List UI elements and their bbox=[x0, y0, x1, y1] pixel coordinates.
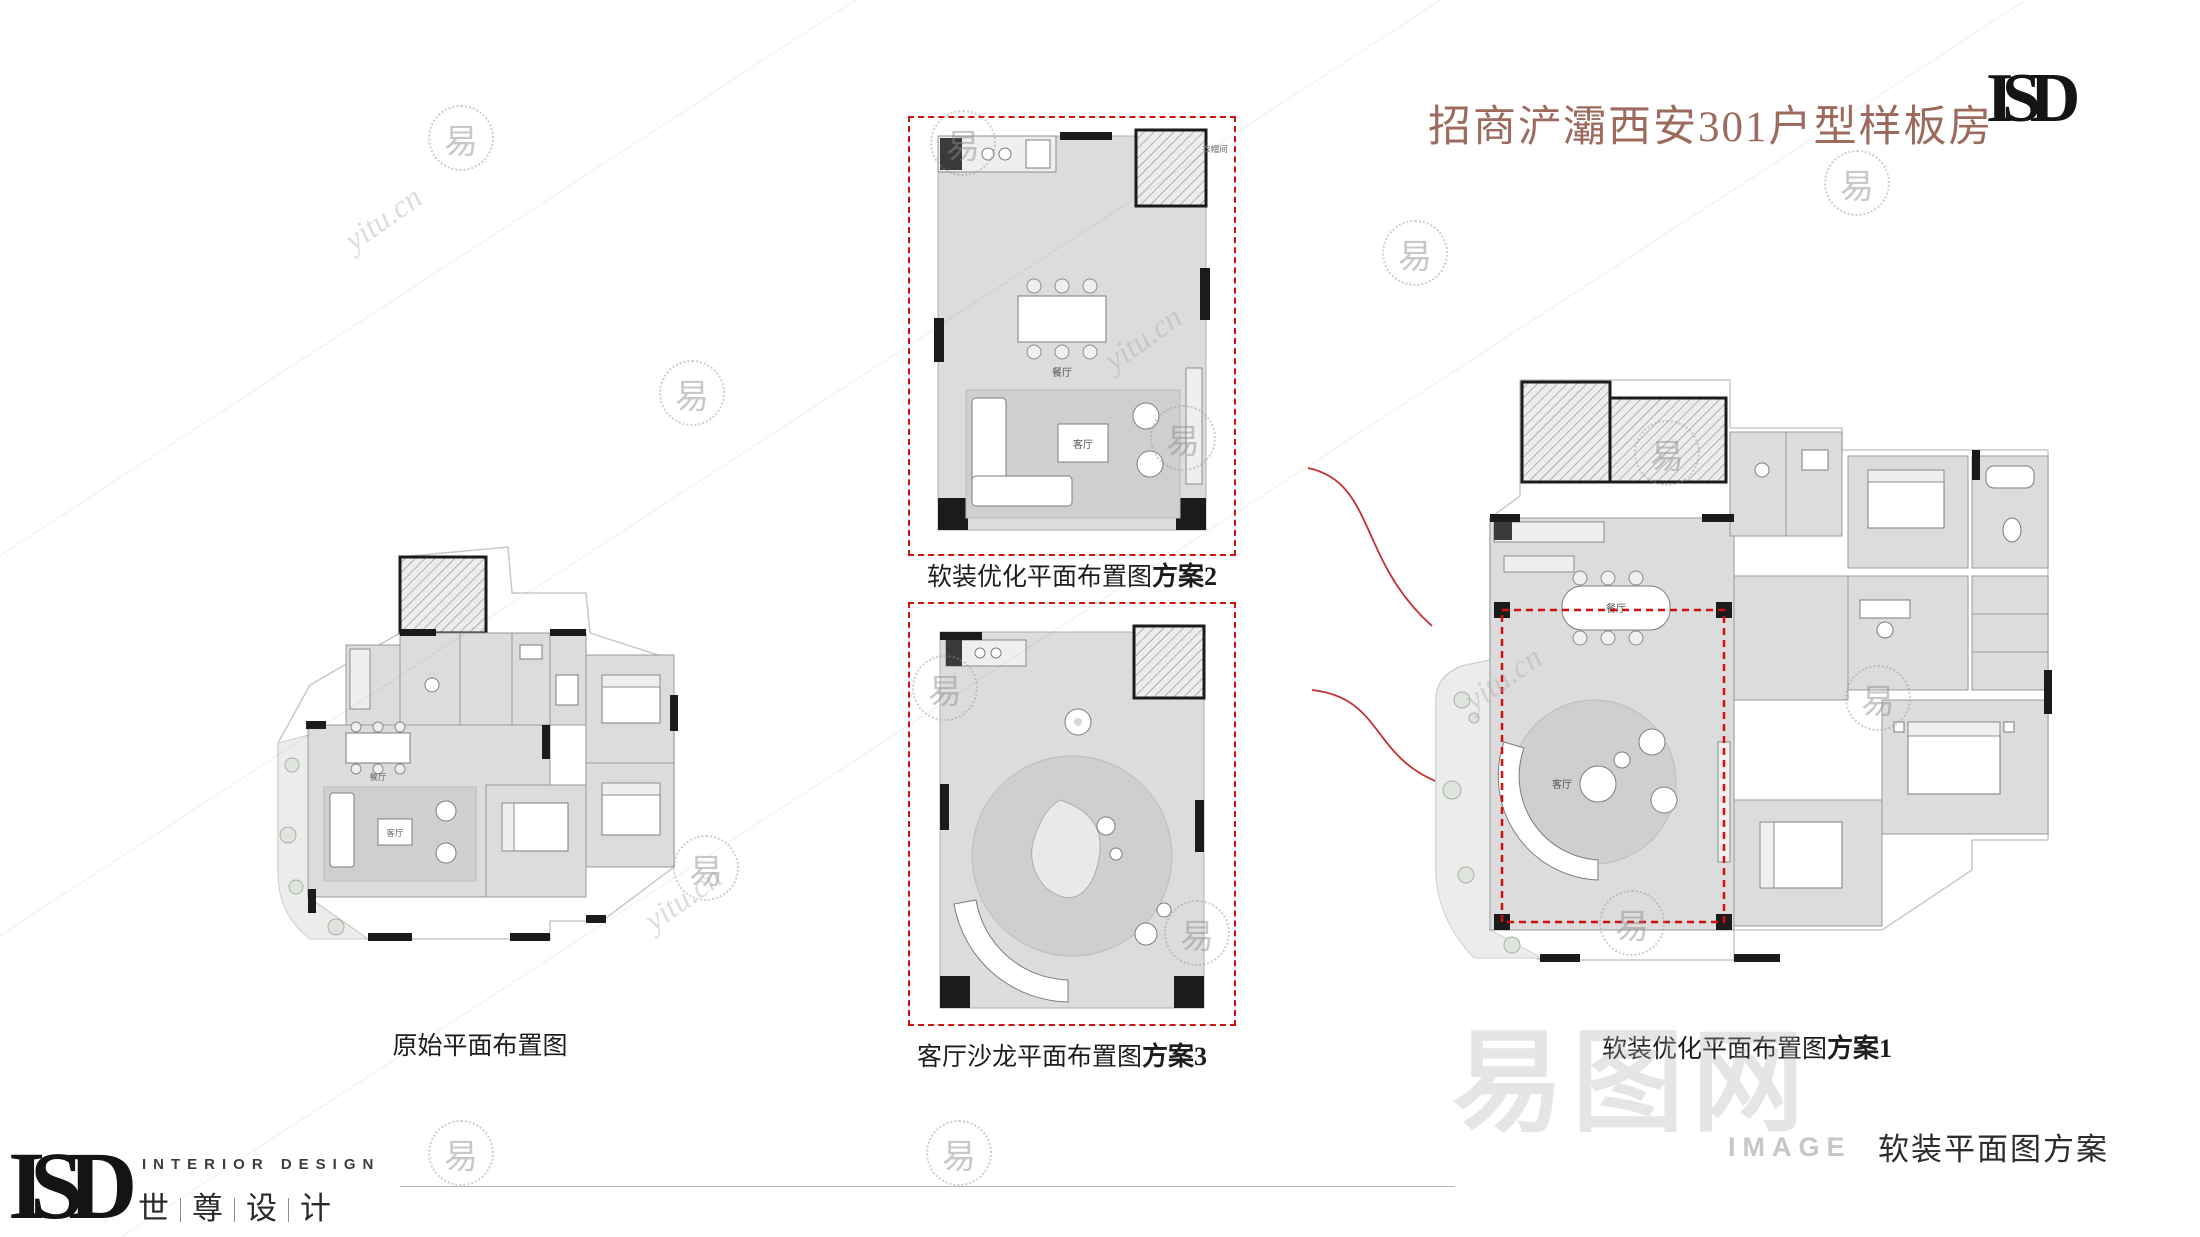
brand-char: 计 bbox=[300, 1191, 331, 1226]
isd-logo-bottom: ISD bbox=[8, 1132, 137, 1237]
watermark-badge: 易 bbox=[659, 360, 725, 426]
room-label-living: 客厅 bbox=[1552, 778, 1572, 791]
brand-name: 世尊设计 bbox=[138, 1183, 331, 1228]
footer-divider-line bbox=[400, 1186, 1455, 1187]
watermark-badge: 易 bbox=[1824, 150, 1890, 216]
caption-text: 软装优化平面布置图 bbox=[926, 564, 1152, 591]
floor-plan-scheme1: 餐厅 客厅 bbox=[1412, 370, 2057, 985]
original-plan-caption: 原始平面布置图 bbox=[250, 1026, 710, 1062]
floor-plan-original: 餐厅 客厅 bbox=[250, 535, 710, 980]
caption-number: 方案3 bbox=[1142, 1042, 1208, 1071]
brand-divider bbox=[234, 1198, 235, 1222]
floor-plan-scheme3 bbox=[908, 602, 1236, 1026]
connector-curves bbox=[1307, 467, 1447, 786]
section-title: 软装平面图方案 bbox=[1878, 1132, 2109, 1167]
room-label-living: 客厅 bbox=[386, 828, 404, 838]
watermark-badge: 易 bbox=[428, 105, 494, 171]
room-label-closet: 衣帽间 bbox=[1202, 144, 1228, 154]
room-label-dining: 餐厅 bbox=[1052, 366, 1072, 379]
brand-tagline: INTERIOR DESIGN bbox=[142, 1156, 381, 1173]
floor-plan-scheme2: 衣帽间 餐厅 客厅 bbox=[908, 116, 1236, 556]
room-label-living: 客厅 bbox=[1073, 438, 1093, 451]
original-plan-drawing: 餐厅 客厅 bbox=[277, 546, 678, 941]
brand-divider bbox=[288, 1198, 289, 1222]
isd-logo-top: ISD bbox=[1986, 60, 2080, 137]
room-label-dining: 餐厅 bbox=[1606, 602, 1626, 615]
brand-char: 设 bbox=[246, 1191, 277, 1226]
scheme3-caption: 客厅沙龙平面布置图方案3 bbox=[898, 1036, 1226, 1073]
page-title: 招商浐灞西安301户型样板房 bbox=[1428, 104, 1994, 151]
room-label-dining: 餐厅 bbox=[369, 772, 387, 782]
scheme1-plan-drawing: 餐厅 客厅 bbox=[1435, 379, 2052, 962]
brand-char: 尊 bbox=[192, 1191, 223, 1226]
scheme2-plan-drawing: 衣帽间 餐厅 客厅 bbox=[934, 128, 1228, 531]
watermark-badge: 易 bbox=[1382, 220, 1448, 286]
caption-text: 客厅沙龙平面布置图 bbox=[916, 1044, 1142, 1071]
caption-text: 软装优化平面布置图 bbox=[1601, 1036, 1827, 1063]
watermark-url: yitu.cn bbox=[337, 178, 429, 258]
scheme1-caption: 软装优化平面布置图方案1 bbox=[1497, 1028, 1997, 1065]
image-label: IMAGE bbox=[1728, 1132, 1852, 1162]
watermark-big: 易图网 bbox=[1452, 1022, 1812, 1146]
caption-number: 方案2 bbox=[1152, 562, 1218, 591]
brand-char: 世 bbox=[138, 1191, 169, 1226]
brand-divider bbox=[180, 1198, 181, 1222]
watermark-badge: 易 bbox=[428, 1120, 494, 1186]
caption-number: 方案1 bbox=[1827, 1034, 1893, 1063]
caption-text: 原始平面布置图 bbox=[392, 1033, 568, 1060]
scheme2-caption: 软装优化平面布置图方案2 bbox=[908, 556, 1236, 593]
watermark-badge: 易 bbox=[926, 1120, 992, 1186]
scheme3-plan-drawing bbox=[939, 624, 1206, 1009]
